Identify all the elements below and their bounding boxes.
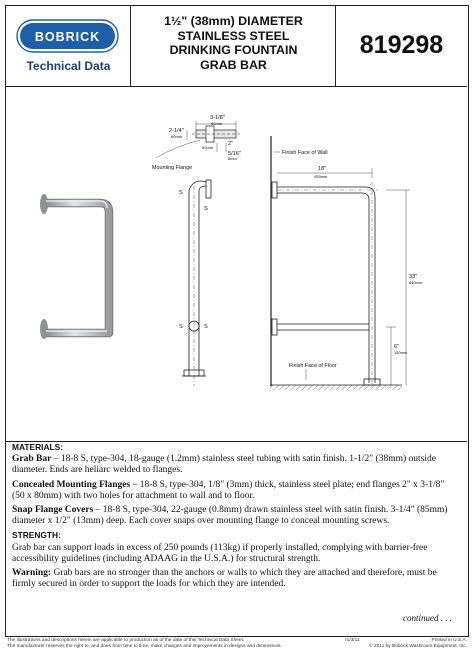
dim-flange-height-mm: 60mm [171, 134, 183, 139]
grab-bar-text: – 18-8 S, type-304, 18-gauge (1.2mm) sta… [12, 454, 436, 476]
dim-screw-mm: 8mm [228, 156, 238, 161]
footer-copyright: © 2011 by Bobrick Washroom Equipment, In… [369, 644, 467, 649]
dim-base: 6" [394, 344, 399, 350]
dim-height: 33" [409, 274, 417, 280]
title-line: DRINKING FOUNTAIN [169, 43, 298, 57]
dim-flange-width-mm: 80mm [211, 121, 223, 126]
dim-width-mm: 455mm [314, 174, 328, 179]
part-number-cell: 819298 [336, 6, 467, 86]
flanges-label: Concealed Mounting Flanges [12, 479, 131, 490]
title-line: GRAB BAR [200, 57, 267, 72]
flanges-spec: Concealed Mounting Flanges – 18-8 S, typ… [12, 480, 456, 502]
technical-data-label: Technical Data [26, 59, 111, 73]
covers-text: – 18-8 S, type-304, 22-gauge (0.8mm) dra… [12, 505, 448, 527]
s-label: S [179, 190, 183, 196]
warning-text: Warning: Grab bars are no stronger than … [12, 568, 456, 590]
brand-cell: BOBRICK Technical Data [6, 6, 131, 86]
dim-height-mm: 840mm [409, 280, 423, 285]
header: BOBRICK Technical Data 1½" (38mm) DIAMET… [6, 6, 467, 87]
grab-bar-spec: Grab Bar – 18-8 S, type-304, 18-gauge (1… [12, 454, 456, 476]
dim-flange-depth: 2" [228, 141, 233, 147]
footer-disclaimer-1: The illustrations and descriptions herei… [7, 638, 245, 643]
warning-body: Grab bars are no stronger than the ancho… [12, 568, 437, 590]
mounting-flange-detail [155, 121, 240, 159]
covers-spec: Snap Flange Covers – 18-8 S, type-304, 2… [12, 505, 456, 527]
bobrick-logo: BOBRICK [16, 19, 119, 53]
product-title: 1½" (38mm) DIAMETER STAINLESS STEEL DRIN… [131, 14, 336, 72]
front-elevation [270, 136, 410, 390]
title-line: STAINLESS STEEL [177, 28, 290, 43]
warning-label: Warning: [12, 568, 52, 579]
title-cell: 1½" (38mm) DIAMETER STAINLESS STEEL DRIN… [131, 6, 336, 86]
s-label: S [204, 206, 208, 212]
part-number: 819298 [359, 31, 444, 59]
dim-flange-height: 2-1/4" [169, 128, 184, 134]
dim-flange-width: 3-1/8" [210, 115, 225, 121]
strength-text: Grab bar can support loads in excess of … [12, 542, 428, 564]
dim-flange-depth-mm: 50mm [202, 145, 214, 150]
technical-data-sheet: BOBRICK Technical Data 1½" (38mm) DIAMET… [5, 5, 469, 637]
mounting-flange-label: Mounting Flange [152, 165, 192, 171]
side-elevation [182, 179, 212, 386]
brand-name: BOBRICK [35, 30, 100, 44]
footer-disclaimer-2: The manufacturer reserves the right to, … [7, 644, 282, 649]
dim-width: 18" [318, 166, 326, 172]
footer-printed: Printed in U.S.A. [431, 638, 467, 643]
finish-face-wall-label: Finish Face of Wall [282, 150, 328, 156]
footer-revision: r1/3/11 [345, 638, 360, 643]
dim-screw: 5/16" [228, 151, 241, 157]
covers-label: Snap Flange Covers [12, 505, 94, 516]
grab-bar-photo [40, 194, 114, 339]
s-label: S [179, 324, 183, 330]
specifications: MATERIALS: Grab Bar – 18-8 S, type-304, … [12, 440, 456, 593]
grab-bar-label: Grab Bar [12, 454, 52, 465]
strength-heading: STRENGTH: [12, 530, 61, 541]
section-divider [6, 441, 467, 442]
s-label: S [204, 324, 208, 330]
title-line: 1½" (38mm) DIAMETER [164, 14, 303, 28]
continued-label: continued . . . [403, 613, 452, 623]
dim-base-mm: 150mm [394, 350, 408, 355]
finish-face-floor-label: Finish Face of Floor [289, 363, 337, 369]
materials-heading: MATERIALS: [12, 442, 64, 452]
product-drawing: 3-1/8" 80mm 2-1/4" 60mm 2" 50mm 5/16" 8m… [6, 86, 467, 441]
flanges-text: – 18-8 S, type-304, 1/8" (3mm) thick, st… [12, 479, 445, 501]
